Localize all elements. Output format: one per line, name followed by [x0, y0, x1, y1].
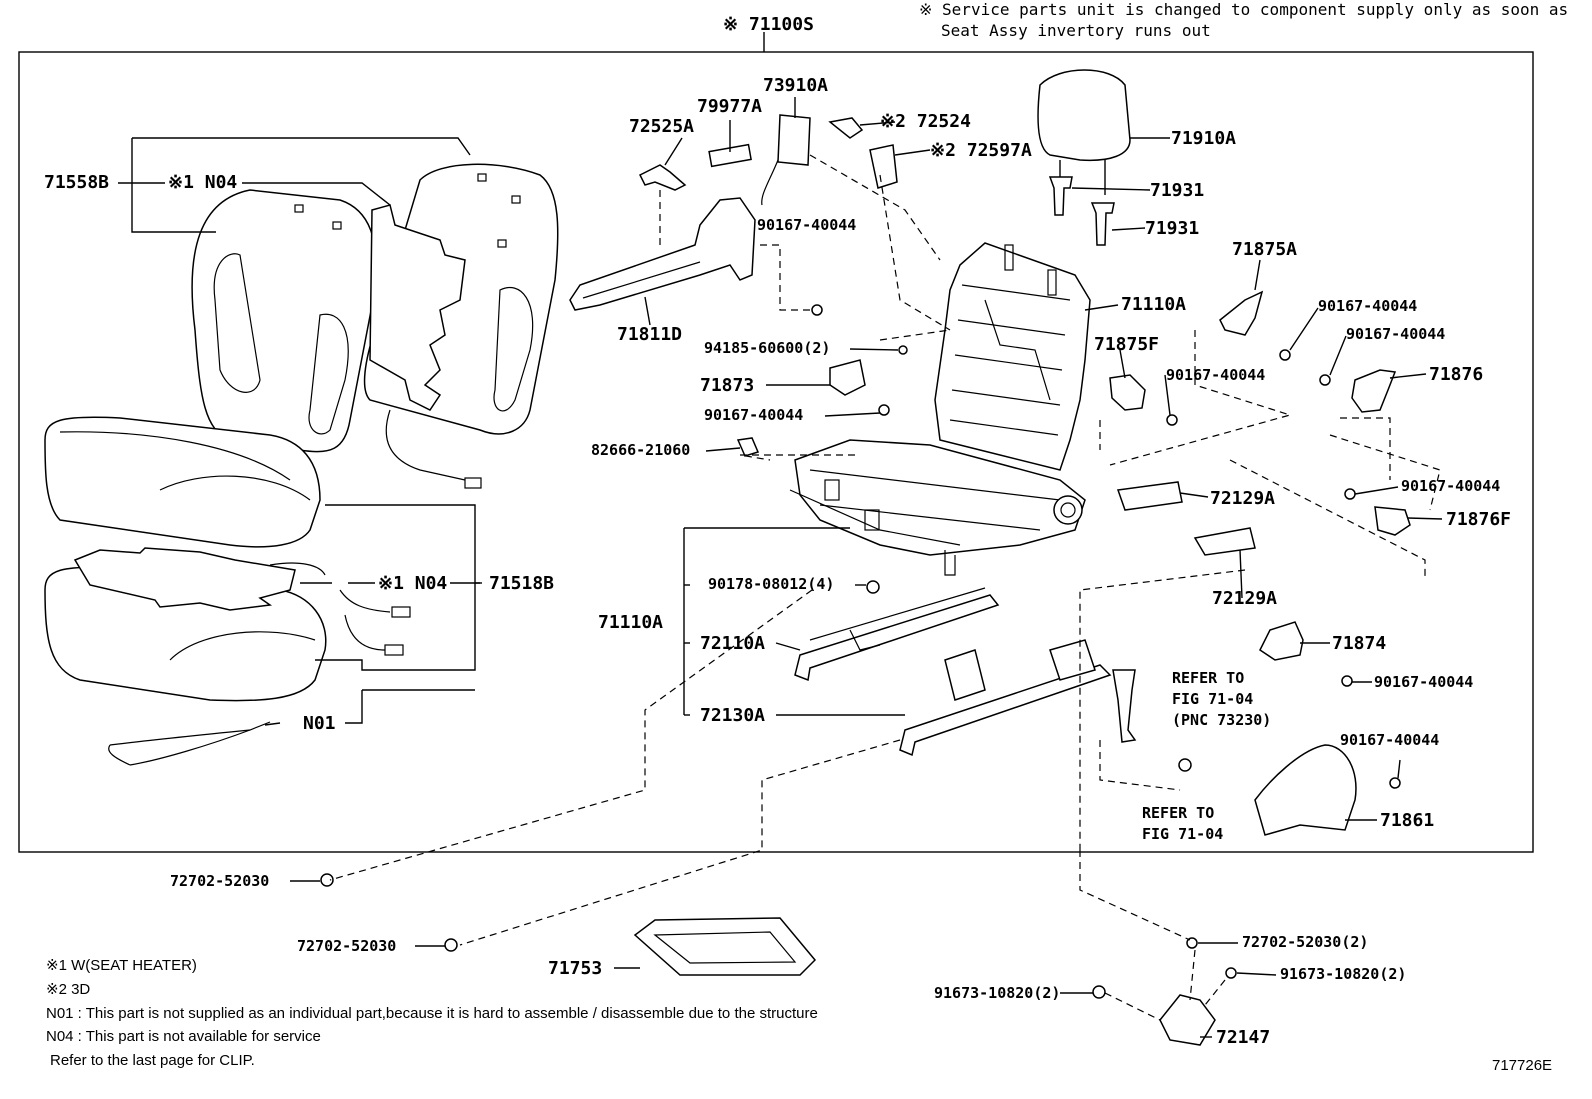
- part-label-82666[interactable]: 82666-21060: [591, 441, 691, 459]
- part-label-90167-e[interactable]: 90167-40044: [704, 406, 804, 424]
- switch-73910A: [777, 114, 811, 166]
- part-label-72702-b[interactable]: 72702-52030: [297, 937, 397, 955]
- part-label-79977A[interactable]: 79977A: [697, 96, 763, 117]
- assembly-number-label: ※ 71100S: [723, 14, 814, 35]
- part-label-n01[interactable]: N01: [303, 713, 336, 734]
- part-label-90167-f[interactable]: 90167-40044: [1401, 477, 1501, 495]
- part-label-72130A[interactable]: 72130A: [700, 705, 766, 726]
- part-label-73910A[interactable]: 73910A: [763, 75, 829, 96]
- part-label-71861[interactable]: 71861: [1380, 810, 1435, 831]
- clip-72525A: [638, 164, 687, 191]
- part-label-72597A[interactable]: ※2 72597A: [930, 140, 1032, 161]
- cover-71874: [1259, 621, 1304, 661]
- part-label-71874[interactable]: 71874: [1332, 633, 1387, 654]
- bracket-71875F: [1109, 374, 1146, 411]
- refer-fig-71-04-line1[interactable]: REFER TO: [1172, 669, 1245, 687]
- cover-71876F: [1374, 506, 1411, 536]
- bracket-71873: [829, 359, 866, 396]
- refer-fig-71-04-line3[interactable]: (PNC 73230): [1172, 711, 1272, 729]
- seat-harness: [109, 721, 271, 746]
- part-label-90167-c[interactable]: 90167-40044: [1346, 325, 1446, 343]
- support-71753: [633, 917, 817, 976]
- part-label-71753[interactable]: 71753: [548, 958, 603, 979]
- rail-72130A: [899, 664, 1112, 757]
- part-label-72525A[interactable]: 72525A: [629, 116, 695, 137]
- refer-fig-71-04-b-line2[interactable]: FIG 71-04: [1142, 825, 1224, 843]
- legend-note-1: ※1 W(SEAT HEATER): [46, 957, 197, 974]
- legend-note-clip: Refer to the last page for CLIP.: [50, 1052, 255, 1069]
- part-label-71876F[interactable]: 71876F: [1446, 509, 1512, 530]
- part-label-90167-b[interactable]: 90167-40044: [1318, 297, 1418, 315]
- part-label-94185[interactable]: 94185-60600(2): [704, 339, 831, 357]
- diagram-frame: [18, 51, 1534, 853]
- legend-note-2: ※2 3D: [46, 981, 91, 998]
- part-label-72524[interactable]: ※2 72524: [880, 111, 971, 132]
- part-label-72110A[interactable]: 72110A: [700, 633, 766, 654]
- refer-fig-71-04-b-line1[interactable]: REFER TO: [1142, 804, 1215, 822]
- part-label-90167-a[interactable]: 90167-40044: [757, 216, 857, 234]
- leader-lines: [118, 97, 1443, 1038]
- part-label-71110A-main[interactable]: 71110A: [598, 612, 664, 633]
- bracket-72147: [1159, 994, 1216, 1046]
- seat-frame: [789, 242, 1091, 576]
- figure-id: 717726E: [1492, 1057, 1553, 1074]
- shield-71861: [1254, 744, 1357, 836]
- cover-72524: [828, 117, 864, 139]
- heater-pad-back: [369, 204, 466, 411]
- heater-pad-cushion: [73, 547, 296, 611]
- dashed-guides: [329, 154, 1441, 1021]
- part-label-71558B[interactable]: 71558B: [44, 172, 110, 193]
- part-label-90178[interactable]: 90178-08012(4): [708, 575, 835, 593]
- part-label-72702-a[interactable]: 72702-52030: [170, 872, 270, 890]
- guide-71931a: [1048, 176, 1073, 216]
- cover-72597A: [869, 144, 898, 189]
- bracket-71875A: [1219, 290, 1264, 336]
- rail-72110A: [794, 594, 1000, 682]
- part-label-n04-lower[interactable]: ※1 N04: [378, 573, 448, 594]
- part-label-72702-c[interactable]: 72702-52030(2): [1242, 933, 1369, 951]
- part-label-91673-b[interactable]: 91673-10820(2): [1280, 965, 1407, 983]
- service-note-line2: Seat Assy invertory runs out: [941, 21, 1211, 40]
- part-label-71875A[interactable]: 71875A: [1232, 239, 1298, 260]
- clip-82666: [736, 437, 760, 457]
- part-label-71110A-top[interactable]: 71110A: [1121, 294, 1187, 315]
- part-label-71873[interactable]: 71873: [700, 375, 755, 396]
- side-cover-71811D: [569, 197, 756, 311]
- cover-72129A-b: [1193, 527, 1256, 556]
- bracket-71876: [1351, 369, 1397, 413]
- belt-anchor: [1112, 669, 1137, 743]
- part-label-90167-g[interactable]: 90167-40044: [1374, 673, 1474, 691]
- part-label-n04-upper[interactable]: ※1 N04: [168, 172, 238, 193]
- bolts: [320, 304, 1401, 999]
- legend-note-n04: N04 : This part is not available for ser…: [46, 1028, 321, 1045]
- part-label-72147[interactable]: 72147: [1216, 1027, 1271, 1048]
- part-label-71876[interactable]: 71876: [1429, 364, 1484, 385]
- guide-71931b: [1090, 202, 1115, 246]
- cover-72129A-a: [1116, 481, 1183, 511]
- part-label-71518B[interactable]: 71518B: [489, 573, 555, 594]
- part-label-90167-d[interactable]: 90167-40044: [1166, 366, 1266, 384]
- part-label-72129A-b[interactable]: 72129A: [1212, 588, 1278, 609]
- headrest-71910A: [1037, 69, 1131, 162]
- part-label-72129A-a[interactable]: 72129A: [1210, 488, 1276, 509]
- refer-fig-71-04-line2[interactable]: FIG 71-04: [1172, 690, 1254, 708]
- service-note-line1: ※ Service parts unit is changed to compo…: [919, 0, 1569, 19]
- part-label-71931-b[interactable]: 71931: [1145, 218, 1200, 239]
- part-label-71811D[interactable]: 71811D: [617, 324, 683, 345]
- part-label-71875F[interactable]: 71875F: [1094, 334, 1160, 355]
- part-label-71931-a[interactable]: 71931: [1150, 180, 1205, 201]
- part-label-90167-h[interactable]: 90167-40044: [1340, 731, 1440, 749]
- part-label-71910A[interactable]: 71910A: [1171, 128, 1237, 149]
- part-label-91673-a[interactable]: 91673-10820(2): [934, 984, 1061, 1002]
- legend-note-n01: N01 : This part is not supplied as an in…: [46, 1005, 818, 1022]
